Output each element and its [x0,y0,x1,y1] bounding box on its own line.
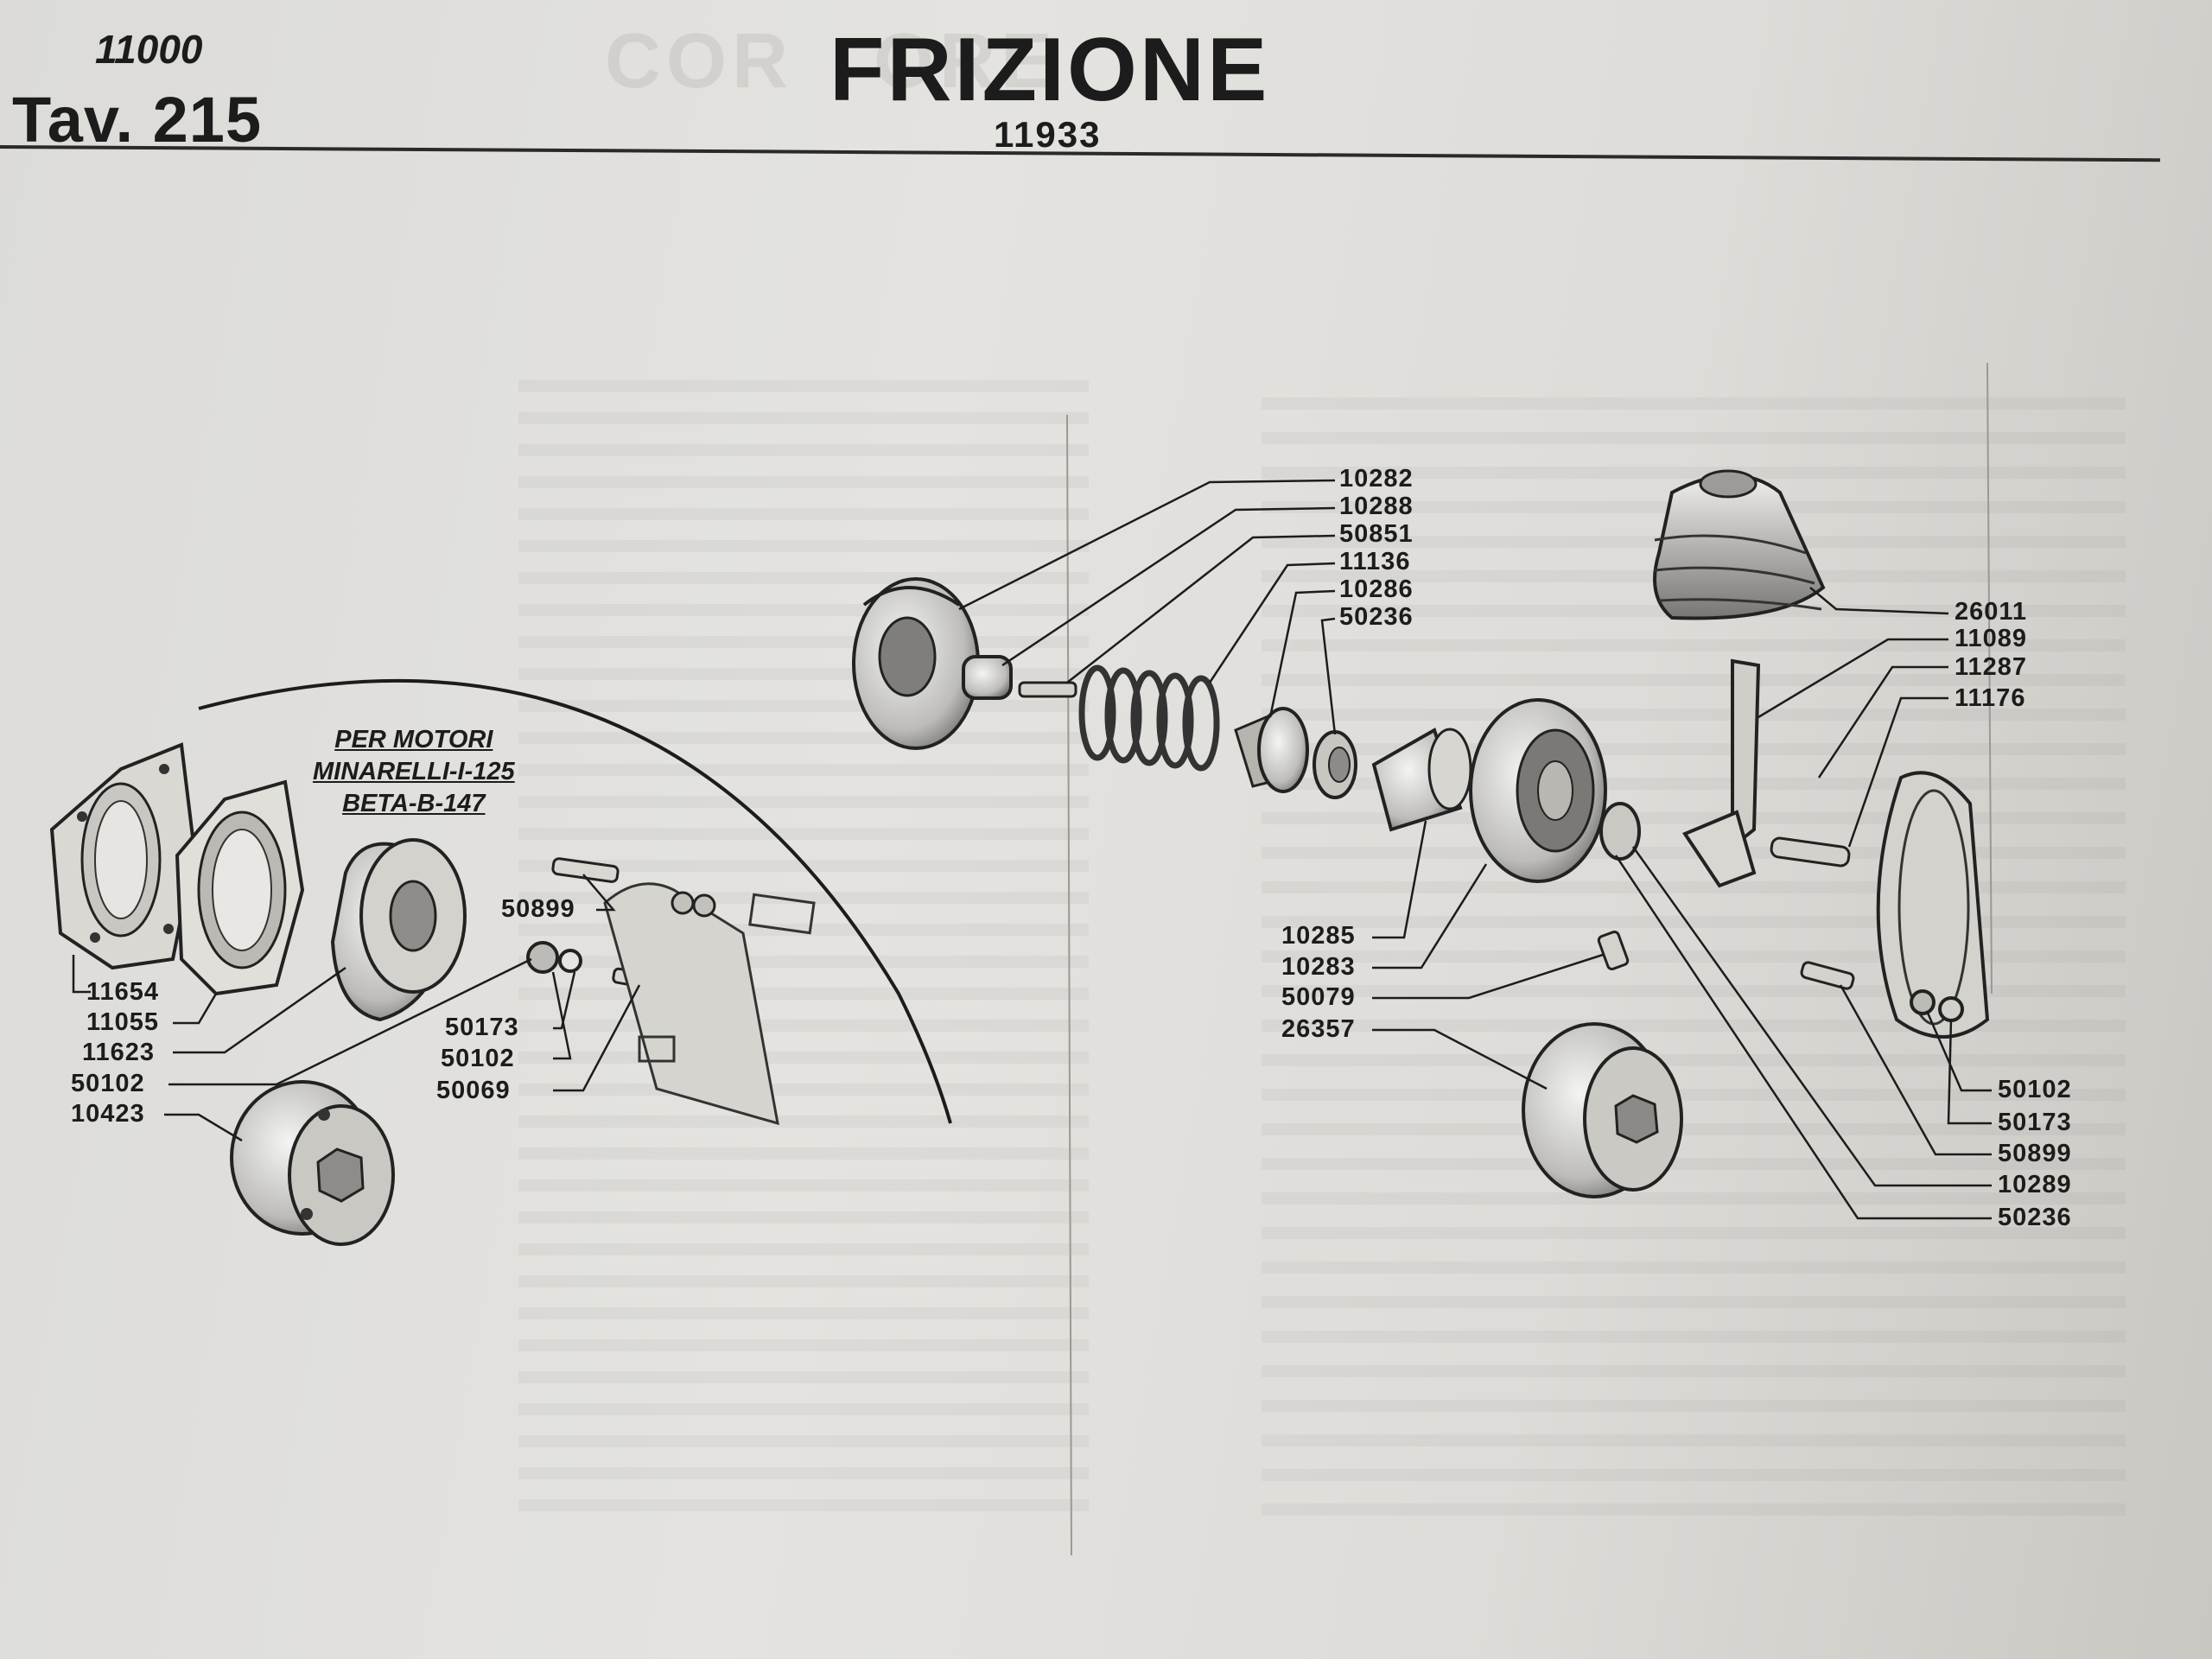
callout-11287: 11287 [1955,653,2028,681]
callout-10289: 10289 [1998,1171,2072,1198]
hub-11623 [330,838,467,1022]
stud-and-nuts-left [526,857,816,1126]
nut-50102 [1910,989,1936,1015]
callout-50899-left: 50899 [501,895,575,923]
callout-10285: 10285 [1281,922,1356,950]
callout-11654: 11654 [86,978,160,1006]
leader-lines [72,479,1992,1220]
gasket-11055 [175,779,305,996]
pin-11287 [1770,836,1851,868]
bleed-through-title: COR ORE [605,18,1058,105]
bearing-50236 [1313,730,1357,799]
callout-10283: 10283 [1281,953,1356,981]
bearing-10289 [1599,802,1641,861]
callout-50069: 50069 [436,1077,511,1104]
callout-11136: 11136 [1339,548,1411,575]
group-boundary-arc [198,678,952,1124]
callout-50236-right: 50236 [1998,1204,2072,1231]
column-divider [1066,414,1072,1556]
callout-11623: 11623 [82,1039,156,1066]
screw-50079 [1597,931,1630,970]
callout-11089: 11089 [1955,625,2028,652]
callout-10286: 10286 [1339,575,1414,603]
callout-11176: 11176 [1955,684,2026,712]
callout-10288: 10288 [1339,493,1414,520]
callout-26011: 26011 [1955,598,2028,626]
page-subtitle: 11933 [994,114,1102,155]
callout-10282: 10282 [1339,465,1414,493]
callout-50102-left: 50102 [71,1070,145,1097]
engine-note-line: PER MOTORI [334,726,493,753]
spring-11136 [1078,664,1220,772]
callout-10423: 10423 [71,1100,145,1128]
drum-10283 [1469,698,1607,883]
cover-10423 [230,1080,395,1246]
boot-26011 [1653,469,1826,620]
cup-10286 [1234,707,1309,793]
cover-11176 [1876,771,1990,1039]
engine-note-line: MINARELLI-I-125 [313,758,515,785]
callout-50173-left: 50173 [445,1014,519,1041]
callout-50851: 50851 [1339,520,1414,548]
callout-50236: 50236 [1339,603,1414,631]
callout-50102-left-small: 50102 [441,1045,515,1072]
housing-10282 [852,577,980,750]
callout-26357: 26357 [1281,1015,1356,1043]
plate-11654 [49,742,197,970]
callout-50079: 50079 [1281,983,1356,1011]
callout-11055: 11055 [86,1008,160,1036]
engine-note: PER MOTORI MINARELLI-I-125 BETA-B-147 [313,724,515,820]
bleed-through-area-left [518,380,1089,1529]
callout-50102-right: 50102 [1998,1076,2072,1103]
washer-50173 [1938,996,1964,1022]
callout-50173-right: 50173 [1998,1109,2072,1136]
callout-50899-right: 50899 [1998,1140,2072,1167]
catalog-code: 11000 [95,27,203,72]
stud-50899 [1800,961,1855,990]
plate-number: Tav. 215 [12,84,263,156]
lever-11089 [1681,658,1761,888]
column-divider-right [1986,362,1993,995]
housing-26357 [1522,1022,1683,1198]
screw-50851 [1018,681,1077,698]
engine-note-line: BETA-B-147 [342,790,486,817]
cone-10285 [1371,728,1472,832]
page-title: FRIZIONE [830,20,1270,120]
bushing-10288 [962,655,1013,700]
